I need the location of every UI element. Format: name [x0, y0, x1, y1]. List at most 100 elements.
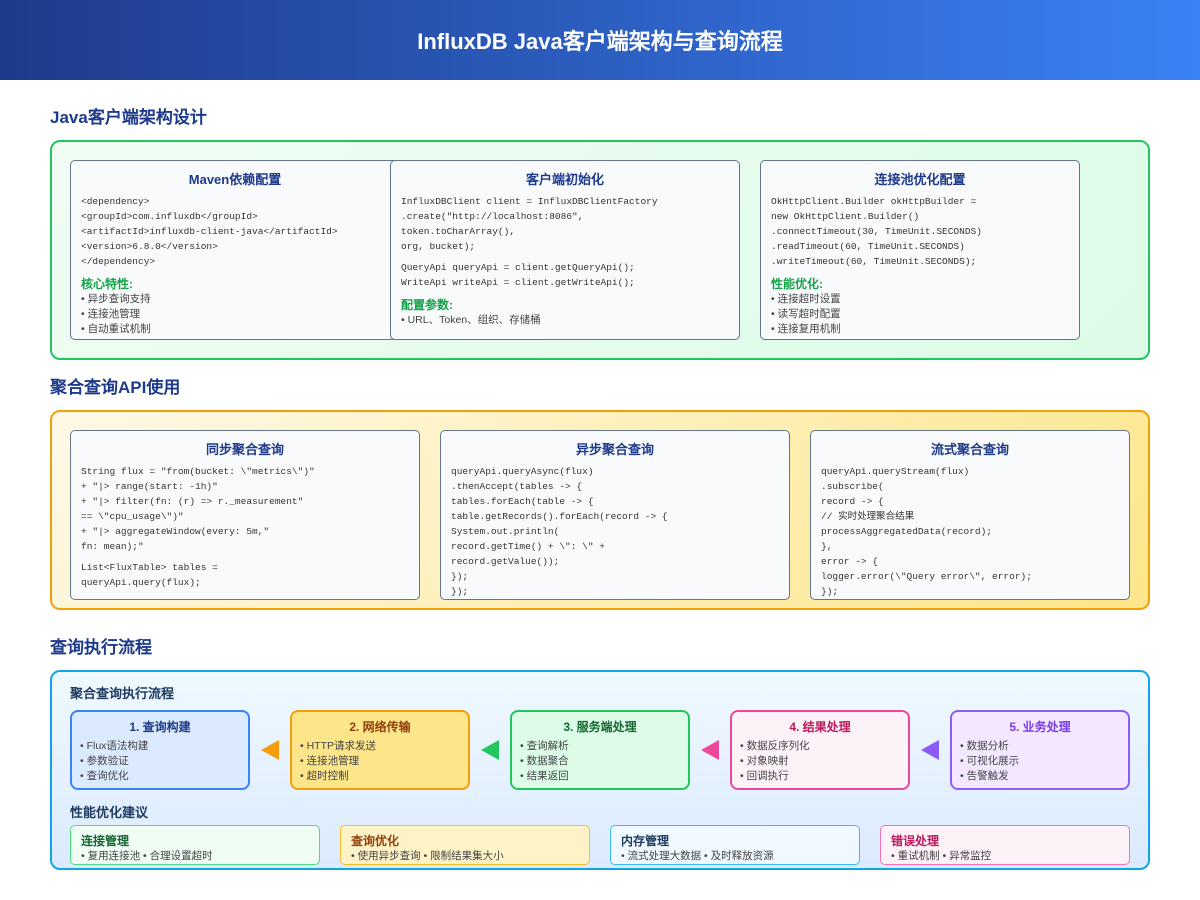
tip-card: 内存管理 • 流式处理大数据 • 及时释放资源	[610, 825, 860, 865]
card-title: 客户端初始化	[525, 172, 604, 187]
code-line: },	[821, 541, 833, 552]
code-line: });	[451, 571, 469, 582]
code-line: List<FluxTable> tables =	[81, 562, 218, 573]
code-line: QueryApi queryApi = client.getQueryApi()…	[401, 262, 635, 273]
code-line: String flux = "from(bucket: \"metrics\")…	[81, 466, 315, 477]
list-item: • URL、Token、组织、存储桶	[401, 314, 541, 326]
card-title: 同步聚合查询	[205, 442, 284, 457]
card-subtitle: 配置参数:	[401, 298, 453, 312]
code-line: queryApi.queryStream(flux)	[821, 466, 970, 477]
tip-text: • 重试机制 • 异常监控	[891, 850, 992, 862]
code-line: token.toCharArray(),	[401, 226, 516, 237]
code-line: error -> {	[821, 556, 879, 567]
list-item: • 连接复用机制	[771, 323, 841, 335]
list-item: • 结果返回	[520, 770, 569, 782]
code-line: .writeTimeout(60, TimeUnit.SECONDS);	[771, 256, 977, 267]
flow-step: 3. 服务端处理 • 查询解析 • 数据聚合 • 结果返回	[510, 710, 690, 790]
flow-step: 4. 结果处理• 数据反序列化• 对象映射• 回调执行	[730, 710, 910, 790]
code-line: });	[821, 586, 839, 597]
code-line: <version>6.8.0</version>	[81, 241, 218, 252]
code-line: .readTimeout(60, TimeUnit.SECONDS)	[771, 241, 965, 252]
code-line: <groupId>com.influxdb</groupId>	[81, 211, 258, 222]
code-line: System.out.println(	[451, 526, 560, 537]
architecture-card: Maven依赖配置 <dependency> <groupId>com.influx…	[70, 160, 400, 340]
code-line: InfluxDBClient client = InfluxDBClientFa…	[401, 196, 658, 207]
code-line: // 实时处理聚合结果	[821, 511, 915, 522]
code-line: .thenAccept(tables -> {	[451, 481, 583, 492]
card-subtitle: 核心特性:	[81, 277, 133, 291]
code-line: </dependency>	[81, 256, 156, 267]
list-item: • HTTP请求发送	[300, 740, 377, 752]
code-line: + "|> aggregateWindow(every: 5m,"	[81, 526, 270, 537]
code-line: .subscribe(	[821, 481, 884, 492]
code-line: org, bucket);	[401, 241, 476, 252]
code-line: tables.forEach(table -> {	[451, 496, 594, 507]
list-item: • 参数验证	[80, 755, 129, 767]
flow-heading: 聚合查询执行流程	[70, 686, 175, 701]
code-line: record.getValue());	[451, 556, 560, 567]
code-line: });	[451, 586, 469, 597]
code-line: fn: mean);"	[81, 541, 144, 552]
list-item: • 连接池管理	[300, 755, 360, 767]
arrow-left-icon	[701, 740, 719, 760]
code-line: record.getTime() + \": \" +	[451, 541, 605, 552]
card-title: 连接池优化配置	[874, 172, 966, 187]
list-item: • 数据分析	[960, 740, 1009, 752]
tip-text: • 流式处理大数据 • 及时释放资源	[621, 850, 774, 862]
code-line: + "|> range(start: -1h)"	[81, 481, 218, 492]
tip-title: 错误处理	[891, 834, 940, 848]
flow-step-title: 4. 结果处理	[789, 720, 851, 734]
api-card: 同步聚合查询 String flux = "from(bucket: \"metr…	[70, 430, 420, 600]
tip-title: 查询优化	[351, 834, 400, 848]
list-item: • 查询优化	[80, 770, 129, 782]
architecture-card: 客户端初始化 InfluxDBClient client = InfluxDBCl…	[390, 160, 740, 340]
code-line: <artifactId>influxdb-client-java</artifa…	[81, 226, 338, 237]
list-item: • 告警触发	[960, 770, 1009, 782]
arrow-left-icon	[921, 740, 939, 760]
card-title: 异步聚合查询	[575, 442, 654, 457]
code-line: <dependency>	[81, 196, 150, 207]
list-item: • 连接超时设置	[771, 293, 841, 305]
section-title-flow: 查询执行流程	[50, 638, 152, 657]
flow-step-title: 2. 网络传输	[349, 720, 411, 734]
code-line: == \"cpu_usage\")"	[81, 511, 184, 522]
code-line: logger.error(\"Query error\", error);	[821, 571, 1032, 582]
card-subtitle: 性能优化:	[771, 277, 823, 291]
flow-step-title: 1. 查询构建	[129, 720, 191, 734]
tip-title: 内存管理	[621, 834, 670, 848]
code-line: queryApi.queryAsync(flux)	[451, 466, 594, 477]
code-line: queryApi.query(flux);	[81, 577, 201, 588]
code-line: WriteApi writeApi = client.getWriteApi()…	[401, 277, 635, 288]
tip-text: • 复用连接池 • 合理设置超时	[81, 850, 213, 862]
list-item: • 回调执行	[740, 770, 789, 782]
api-card: 流式聚合查询 queryApi.queryStream(flux) .subscri…	[810, 430, 1130, 600]
list-item: • 查询解析	[520, 740, 569, 752]
arrow-left-icon	[261, 740, 279, 760]
code-line: processAggregatedData(record);	[821, 526, 993, 537]
flow-step-title: 5. 业务处理	[1009, 720, 1071, 734]
flow-step-title: 3. 服务端处理	[563, 720, 637, 734]
tip-title: 连接管理	[81, 834, 130, 848]
tip-card: 查询优化• 使用异步查询 • 限制结果集大小	[340, 825, 590, 865]
tips-heading: 性能优化建议	[70, 805, 149, 820]
arrow-left-icon	[481, 740, 499, 760]
code-line: .create("http://localhost:8086",	[401, 211, 584, 222]
architecture-card: 连接池优化配置 OkHttpClient.Builder okHttpBuilde…	[760, 160, 1080, 340]
list-item: • 异步查询支持	[81, 293, 151, 305]
list-item: • 数据反序列化	[740, 740, 810, 752]
tip-card: 连接管理 • 复用连接池 • 合理设置超时	[70, 825, 320, 865]
card-title: Maven依赖配置	[188, 172, 282, 187]
flow-step: 2. 网络传输 • HTTP请求发送 • 连接池管理 • 超时控制	[290, 710, 470, 790]
tip-card: 错误处理 • 重试机制 • 异常监控	[880, 825, 1130, 865]
api-card: 异步聚合查询 queryApi.queryAsync(flux) .thenAcce…	[440, 430, 790, 600]
code-line: + "|> filter(fn: (r) => r._measurement"	[81, 496, 304, 507]
list-item: • 读写超时配置	[771, 308, 841, 320]
card-title: 流式聚合查询	[930, 442, 1009, 457]
list-item: • 数据聚合	[520, 755, 569, 767]
section-title-architecture: Java客户端架构设计	[50, 108, 207, 127]
code-line: OkHttpClient.Builder okHttpBuilder =	[771, 196, 977, 207]
page-title: InfluxDB Java客户端架构与查询流程	[0, 0, 1200, 80]
list-item: • 超时控制	[300, 770, 349, 782]
flow-step: 5. 业务处理• 数据分析• 可视化展示• 告警触发	[950, 710, 1130, 790]
list-item: • Flux语法构建	[80, 740, 149, 752]
